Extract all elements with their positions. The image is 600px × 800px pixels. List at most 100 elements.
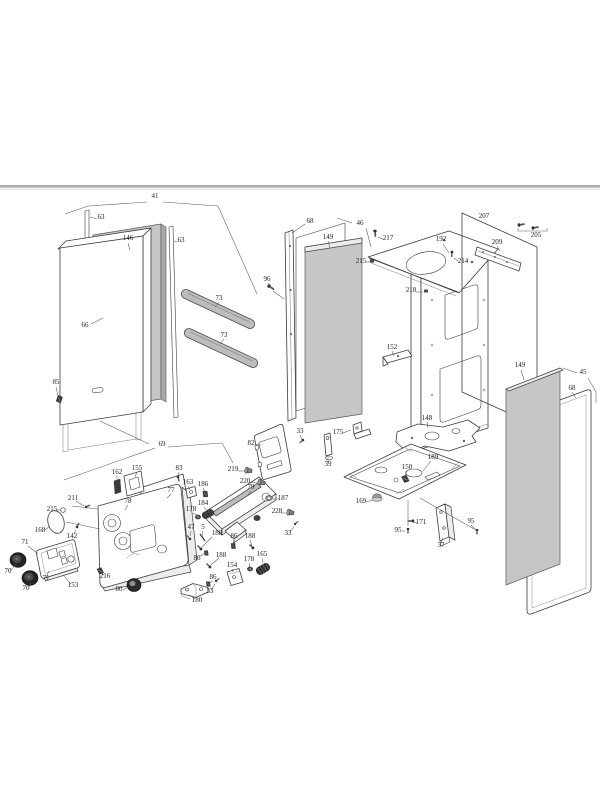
front-panel-group bbox=[55, 209, 276, 453]
grommet-169 bbox=[371, 493, 383, 502]
leader-line-76 bbox=[231, 568, 234, 573]
part-label-165: 165 bbox=[257, 550, 268, 558]
leader-line-81 bbox=[289, 526, 295, 533]
leader-line-45 bbox=[166, 493, 172, 499]
part-label-86: 86 bbox=[210, 573, 218, 581]
leader-line-74 bbox=[198, 552, 206, 558]
inner-door-82 bbox=[254, 423, 292, 480]
washer-215 bbox=[60, 507, 66, 513]
part-label-77: 77 bbox=[168, 486, 176, 494]
leader-line-13 bbox=[90, 317, 104, 325]
leader-line-60 bbox=[342, 429, 352, 434]
leader-line-34 bbox=[411, 521, 418, 524]
part-label-45: 45 bbox=[580, 368, 588, 376]
part-label-215: 215 bbox=[356, 257, 367, 265]
leader-line-28 bbox=[426, 421, 429, 429]
leader-line-14 bbox=[214, 301, 220, 308]
leader-line-20 bbox=[327, 240, 331, 249]
leader-line-6 bbox=[99, 420, 150, 445]
leader-line-12 bbox=[173, 240, 179, 243]
part-label-153: 153 bbox=[68, 581, 79, 589]
display-window-recess bbox=[129, 524, 157, 553]
clip-86-a bbox=[230, 543, 236, 549]
console-facia-78 bbox=[97, 484, 198, 592]
leader-line-2 bbox=[336, 217, 353, 224]
insulation-panel-149-left bbox=[304, 237, 363, 424]
screw-33-c bbox=[293, 520, 300, 526]
leader-line-69 bbox=[189, 530, 192, 537]
part-label-96: 96 bbox=[264, 275, 272, 283]
part-label-184: 184 bbox=[198, 499, 209, 507]
leader-line-19 bbox=[291, 223, 306, 234]
part-label-207: 207 bbox=[479, 212, 490, 220]
leader-line-80 bbox=[210, 583, 216, 591]
part-label-71: 71 bbox=[22, 538, 30, 546]
part-label-37: 37 bbox=[438, 541, 446, 549]
part-label-149: 149 bbox=[323, 233, 334, 241]
part-label-162: 162 bbox=[112, 468, 123, 476]
leader-line-24 bbox=[453, 257, 459, 262]
screw-188-c bbox=[205, 562, 212, 569]
leader-line-55 bbox=[62, 574, 72, 585]
plate-154 bbox=[226, 568, 244, 586]
leader-line-79 bbox=[208, 580, 214, 584]
frame-opening-upper bbox=[444, 284, 479, 340]
clip-186 bbox=[202, 490, 209, 498]
leader-line-8 bbox=[587, 377, 597, 403]
flue-hole bbox=[405, 251, 447, 275]
part-label-148: 148 bbox=[422, 414, 433, 422]
frame-top-panel-192 bbox=[367, 230, 499, 297]
leader-line-7 bbox=[562, 367, 578, 374]
hinge-39 bbox=[323, 432, 333, 461]
leader-line-27 bbox=[391, 350, 395, 357]
leader-line-32 bbox=[571, 391, 577, 399]
part-label-189: 189 bbox=[428, 453, 439, 461]
part-label-216: 216 bbox=[100, 572, 111, 580]
leader-line-54 bbox=[45, 570, 50, 578]
leader-line-31 bbox=[520, 369, 525, 381]
bush-165 bbox=[254, 561, 272, 577]
front-panel-66 bbox=[57, 227, 152, 453]
part-label-80: 80 bbox=[116, 585, 124, 593]
part-label-70: 70 bbox=[5, 567, 13, 575]
frame-back-panel bbox=[410, 248, 489, 454]
part-label-86: 86 bbox=[231, 532, 239, 540]
part-label-217: 217 bbox=[383, 234, 394, 242]
part-label-46: 46 bbox=[357, 219, 365, 227]
part-label-95: 95 bbox=[395, 526, 403, 534]
part-label-214: 214 bbox=[458, 257, 469, 265]
part-label-69: 69 bbox=[159, 440, 167, 448]
bush-178-b bbox=[246, 566, 254, 572]
leader-line-4 bbox=[63, 447, 156, 481]
leader-line-59 bbox=[299, 434, 303, 441]
part-label-154: 154 bbox=[227, 561, 238, 569]
part-label-220: 220 bbox=[240, 477, 251, 485]
leader-line-70 bbox=[201, 530, 204, 537]
leader-line-9 bbox=[517, 228, 548, 232]
part-label-188: 188 bbox=[216, 551, 227, 559]
page-divider bbox=[0, 185, 600, 190]
bezel-hole bbox=[67, 555, 75, 563]
part-label-211: 211 bbox=[68, 494, 79, 502]
part-label-73: 73 bbox=[216, 294, 224, 302]
leader-line-38 bbox=[419, 497, 475, 530]
leader-line-83 bbox=[71, 505, 99, 510]
screw-96 bbox=[266, 283, 276, 292]
leader-line-47 bbox=[75, 500, 85, 507]
leader-line-49 bbox=[44, 525, 51, 531]
base-pan-189 bbox=[343, 443, 467, 500]
leader-line-67 bbox=[203, 506, 208, 512]
part-label-188: 188 bbox=[212, 529, 223, 537]
handle-73-upper bbox=[180, 289, 256, 329]
part-label-155: 155 bbox=[132, 464, 143, 472]
part-label-66: 66 bbox=[82, 321, 90, 329]
grommet-228 bbox=[286, 508, 295, 517]
leader-line-17 bbox=[272, 290, 285, 300]
leader-line-37 bbox=[440, 537, 444, 544]
insulation-panel-146-edge bbox=[160, 223, 167, 403]
bezel-button-2 bbox=[60, 557, 68, 565]
leader-line-1 bbox=[162, 201, 258, 295]
part-label-82: 82 bbox=[248, 439, 256, 447]
